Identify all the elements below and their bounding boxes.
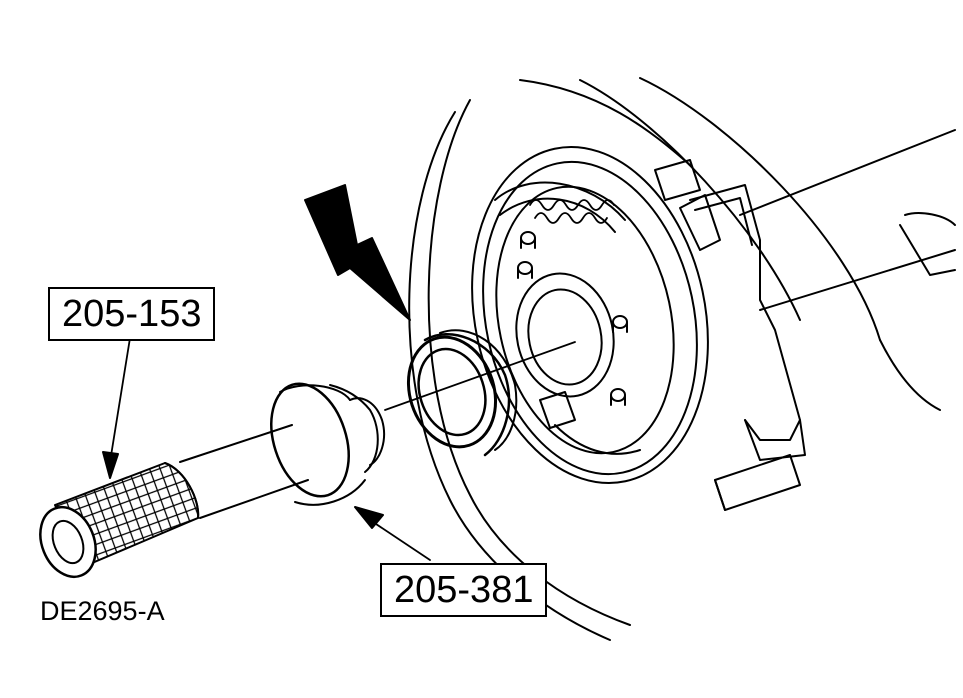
direction-arrow — [304, 184, 411, 321]
brake-assembly — [408, 77, 956, 641]
callout-205-153: 205-153 — [48, 287, 216, 341]
figure-id: DE2695-A — [40, 596, 165, 626]
seal-installer-tool — [270, 382, 386, 506]
tool-handle-shaft — [179, 424, 309, 519]
callout-label: 205-153 — [62, 293, 202, 335]
leader-205-381 — [354, 506, 431, 561]
leader-205-153 — [102, 337, 131, 479]
callout-205-381: 205-381 — [380, 563, 548, 617]
knurled-grip — [39, 462, 200, 579]
seal — [406, 329, 518, 457]
callout-label: 205-381 — [394, 569, 534, 611]
